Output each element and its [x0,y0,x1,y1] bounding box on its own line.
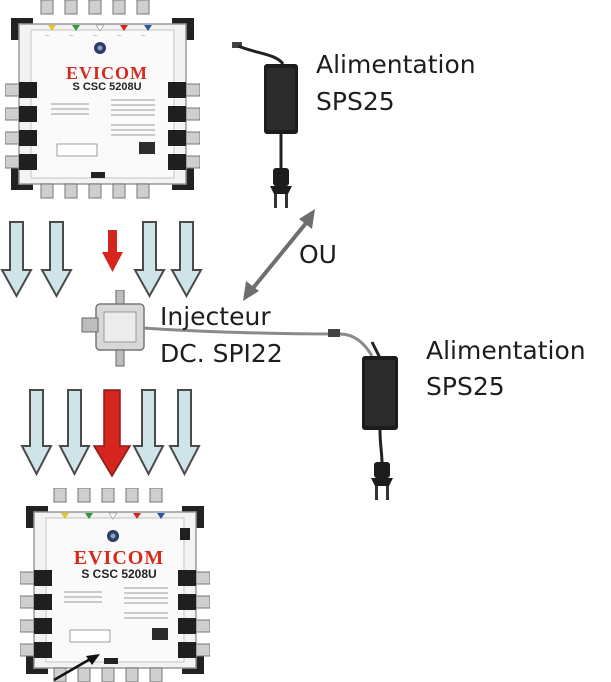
power-supply-top [232,42,298,208]
upper-arrows [0,221,203,299]
pointer-arrow [53,654,100,682]
arrow-down-red-small [102,230,123,272]
power-supply-top-label-line2: SPS25 [316,87,395,116]
switch-top-brand: EVICOM [66,63,148,83]
or-double-arrow [243,209,315,301]
injector-label-line1: Injecteur [160,302,271,331]
switch-top-model: S CSC 5208U [72,81,142,93]
lower-arrows [20,389,201,478]
power-supply-top-label-line1: Alimentation [316,50,476,79]
injector-cable [143,326,374,357]
switch-bottom-brand: EVICOM [73,547,165,569]
injector-device [81,290,145,367]
injector-label-line2: DC. SPI22 [160,339,283,368]
arrow-down-1 [0,221,33,299]
arrow-down-9 [132,389,165,477]
multiswitch-top: ── ── ── ── ── [5,0,200,199]
svg-text:──: ── [116,34,122,38]
svg-text:──: ── [68,34,74,38]
power-supply-right-label-line1: Alimentation [426,336,586,365]
or-label: OU [299,240,337,269]
svg-text:──: ── [140,34,146,38]
power-supply-right [362,341,398,500]
arrow-down-2 [40,221,73,299]
multiswitch-bottom [20,488,210,682]
switch-bottom-model: S CSC 5208U [81,567,157,581]
svg-text:──: ── [44,34,50,38]
arrow-down-7 [58,389,91,477]
arrow-down-10 [168,389,201,477]
arrow-down-5 [170,221,203,299]
svg-text:──: ── [92,34,98,38]
arrow-down-6 [20,389,53,477]
arrow-down-4 [133,221,166,299]
arrow-down-red-large [92,389,132,478]
power-supply-right-label-line2: SPS25 [426,372,505,401]
